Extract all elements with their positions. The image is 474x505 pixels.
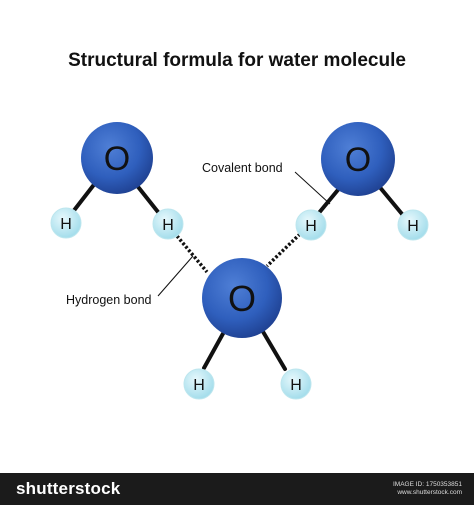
hydrogen-symbol-center-2: H [290,377,302,394]
covalent-bond-leader-line [294,171,331,205]
hydrogen-symbol-left-2: H [162,217,174,234]
oxygen-atoms [81,122,395,338]
covalent-bond-label: Covalent bond [202,161,283,175]
covalent-bond-right-o-h2 [376,183,404,216]
brand-logo: shutterstock [16,479,121,498]
hydrogen-atoms [50,207,429,400]
image-id-text: IMAGE ID: 1750353851 [392,481,462,488]
hydrogen-bonds [175,232,302,274]
oxygen-atom-right [321,122,395,196]
hydrogen-bond-leader-line [157,255,194,297]
diagram-title: Structural formula for water molecule [68,50,406,71]
oxygen-symbol-right: O [345,141,371,179]
hydrogen-symbol-left-1: H [60,216,72,233]
hydrogen-symbol-center-1: H [193,377,205,394]
hydrogen-atom-left-1 [50,207,82,239]
image-id-info: IMAGE ID: 1750353851 www.shutterstock.co… [393,481,462,498]
oxygen-atom-center [202,258,282,338]
hydrogen-atom-center-2 [280,368,312,400]
hydrogen-bond-right [265,232,302,268]
hydrogen-atom-center-1 [183,368,215,400]
covalent-bonds [70,180,404,371]
hydrogen-atom-right-2 [397,209,429,241]
hydrogen-symbol-right-2: H [407,218,419,235]
hydrogen-symbol-right-1: H [305,218,317,235]
oxygen-atom-left [81,122,153,194]
oxygen-symbol-center: O [228,278,256,319]
covalent-bond-center-o-h1 [202,328,227,370]
hydrogen-bond-label: Hydrogen bond [66,293,152,307]
hydrogen-bond-left [175,234,209,274]
footer-bar: shutterstock IMAGE ID: 1750353851 www.sh… [0,473,474,505]
covalent-bond-left-o-h2 [133,181,160,214]
hydrogen-atom-right-1 [295,209,327,241]
hydrogen-atom-left-2 [152,208,184,240]
oxygen-symbol-left: O [104,140,130,178]
covalent-bond-center-o-h2 [260,328,287,371]
site-text: www.shutterstock.com [397,489,462,497]
covalent-bond-left-o-h1 [70,180,98,215]
